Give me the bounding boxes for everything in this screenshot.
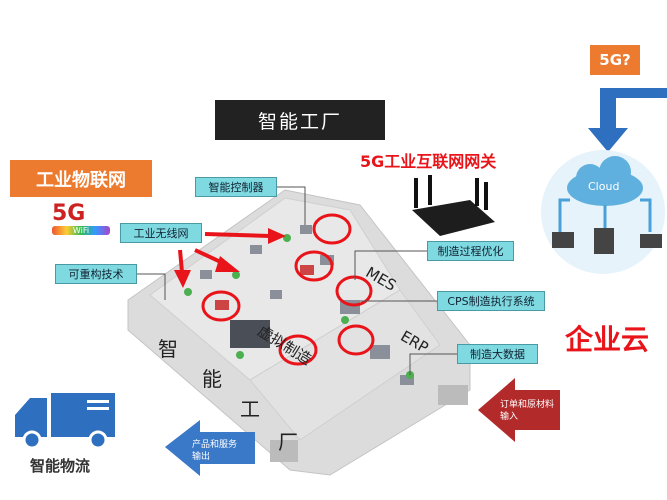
iot-label: 工业物联网 [10, 160, 152, 197]
leader-lines [137, 186, 457, 375]
gateway-label: 5G工业互联网网关 [360, 152, 497, 171]
5g-wifi-logo: 5G WiFi [52, 202, 110, 250]
wireless-arrows [174, 228, 286, 288]
5g-question-box: 5G? [590, 45, 640, 75]
input-arrow-shape [478, 378, 560, 442]
output-arrow-shape [165, 420, 255, 476]
tag-cps-mes: CPS制造执行系统 [437, 291, 545, 311]
enterprise-cloud-label: 企业云 [565, 323, 650, 356]
logo-wifi-text: WiFi [52, 226, 110, 235]
smart-logistics-label: 智能物流 [30, 457, 91, 475]
tag-manufacturing-big-data: 制造大数据 [457, 344, 538, 364]
smart-factory-title: 智能工厂 [215, 100, 385, 140]
wifi-markers [184, 234, 414, 379]
tag-reconfigurable-tech: 可重构技术 [55, 264, 137, 284]
truck-icon [15, 393, 115, 450]
tag-process-optimization: 制造过程优化 [427, 241, 514, 261]
cloud-graphic [541, 150, 665, 274]
factory-char-1: 智 [158, 337, 178, 361]
highlight-circles [201, 213, 375, 366]
factory-char-4: 厂 [278, 430, 298, 454]
input-arrow-label: 订单和原材料输入 [500, 400, 555, 422]
machines [200, 225, 468, 462]
tag-smart-controller: 智能控制器 [195, 177, 277, 197]
gateway-router-image [412, 175, 495, 236]
factory-char-2: 能 [202, 367, 222, 391]
5g-down-arrow [588, 88, 667, 152]
factory-char-3: 工 [240, 397, 260, 421]
output-arrow-label: 产品和服务输出 [192, 440, 238, 462]
tag-industrial-wireless: 工业无线网 [120, 223, 202, 243]
logo-5g-text: 5G [52, 201, 86, 226]
factory-mid-level [249, 289, 441, 441]
cloud-label: Cloud [588, 180, 620, 193]
